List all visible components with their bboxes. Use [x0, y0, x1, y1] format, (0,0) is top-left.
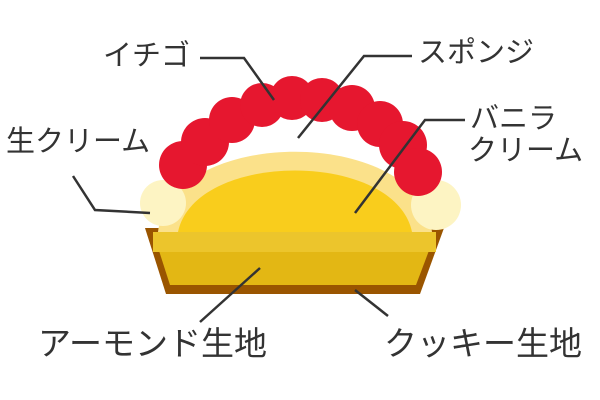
vanilla-cream-label-line2: クリーム	[468, 132, 584, 167]
almond-dough-label: アーモンド生地	[38, 324, 268, 363]
leader-line-almond-dough	[199, 267, 261, 323]
vanilla-cream-label-line1: バニラ	[470, 101, 558, 135]
leader-line-strawberry	[200, 56, 276, 101]
leader-line-fresh-cream	[71, 175, 151, 215]
cookie-dough-label: クッキー生地	[384, 324, 582, 363]
strawberry-label: イチゴ	[103, 38, 191, 72]
leader-line-sponge	[297, 54, 412, 139]
fresh-cream-left	[140, 180, 186, 226]
strawberry	[394, 148, 442, 196]
almond-dough-top-band	[153, 232, 436, 252]
vanilla-cream-dome	[178, 170, 412, 232]
sponge-label: スポンジ	[418, 35, 535, 69]
vanilla-cream-label: バニラ クリーム	[468, 101, 584, 167]
fresh-cream-label: 生クリーム	[6, 124, 151, 158]
strawberry-row	[159, 76, 442, 196]
leader-line-cookie-dough	[354, 289, 389, 317]
leader-line-vanilla-cream	[354, 118, 465, 214]
